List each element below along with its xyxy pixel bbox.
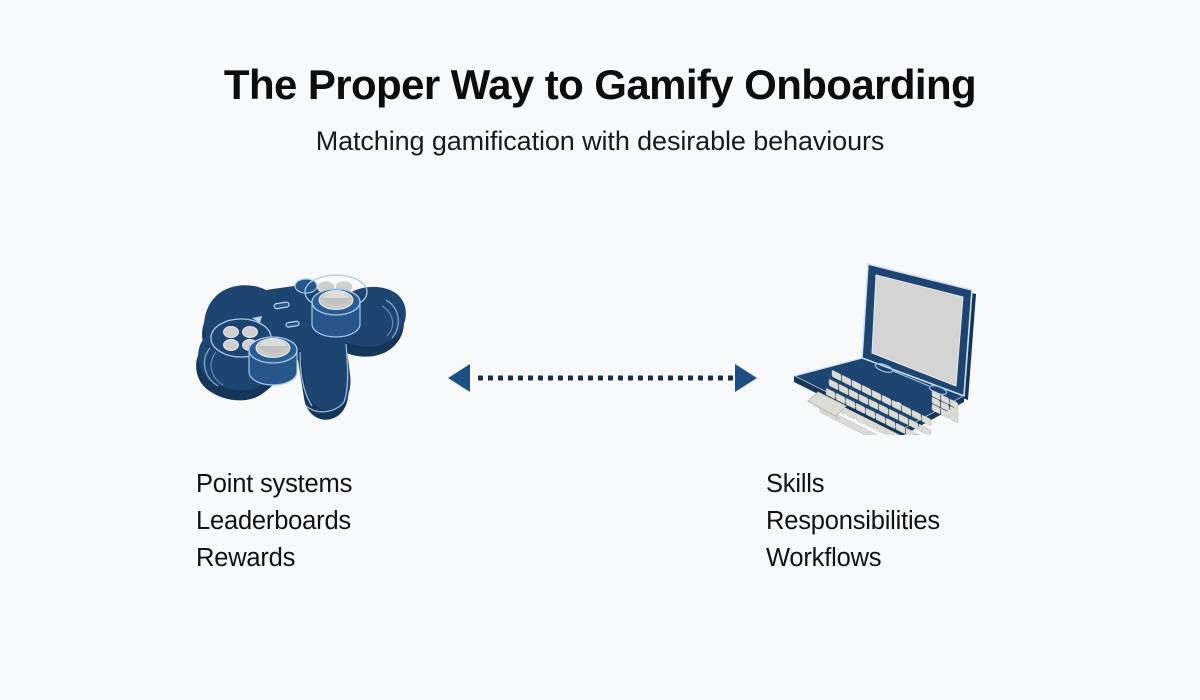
left-caption-list: Point systems Leaderboards Rewards: [196, 466, 352, 577]
page-subtitle: Matching gamification with desirable beh…: [315, 126, 885, 157]
game-controller-icon: [186, 248, 416, 438]
list-item: Workflows: [766, 544, 882, 572]
list-item: Skills: [766, 470, 825, 498]
page-title: The Proper Way to Gamify Onboarding: [223, 61, 977, 108]
header: The Proper Way to Gamify Onboarding Matc…: [0, 61, 1200, 158]
list-item: Leaderboards: [196, 507, 351, 535]
list-item: Responsibilities: [766, 507, 940, 535]
list-item: Point systems: [196, 470, 353, 498]
dotted-double-headed-arrow-icon: [440, 360, 765, 396]
right-caption-list: Skills Responsibilities Workflows: [766, 466, 940, 577]
laptop-icon: [780, 240, 1000, 435]
list-item: Rewards: [196, 544, 296, 572]
